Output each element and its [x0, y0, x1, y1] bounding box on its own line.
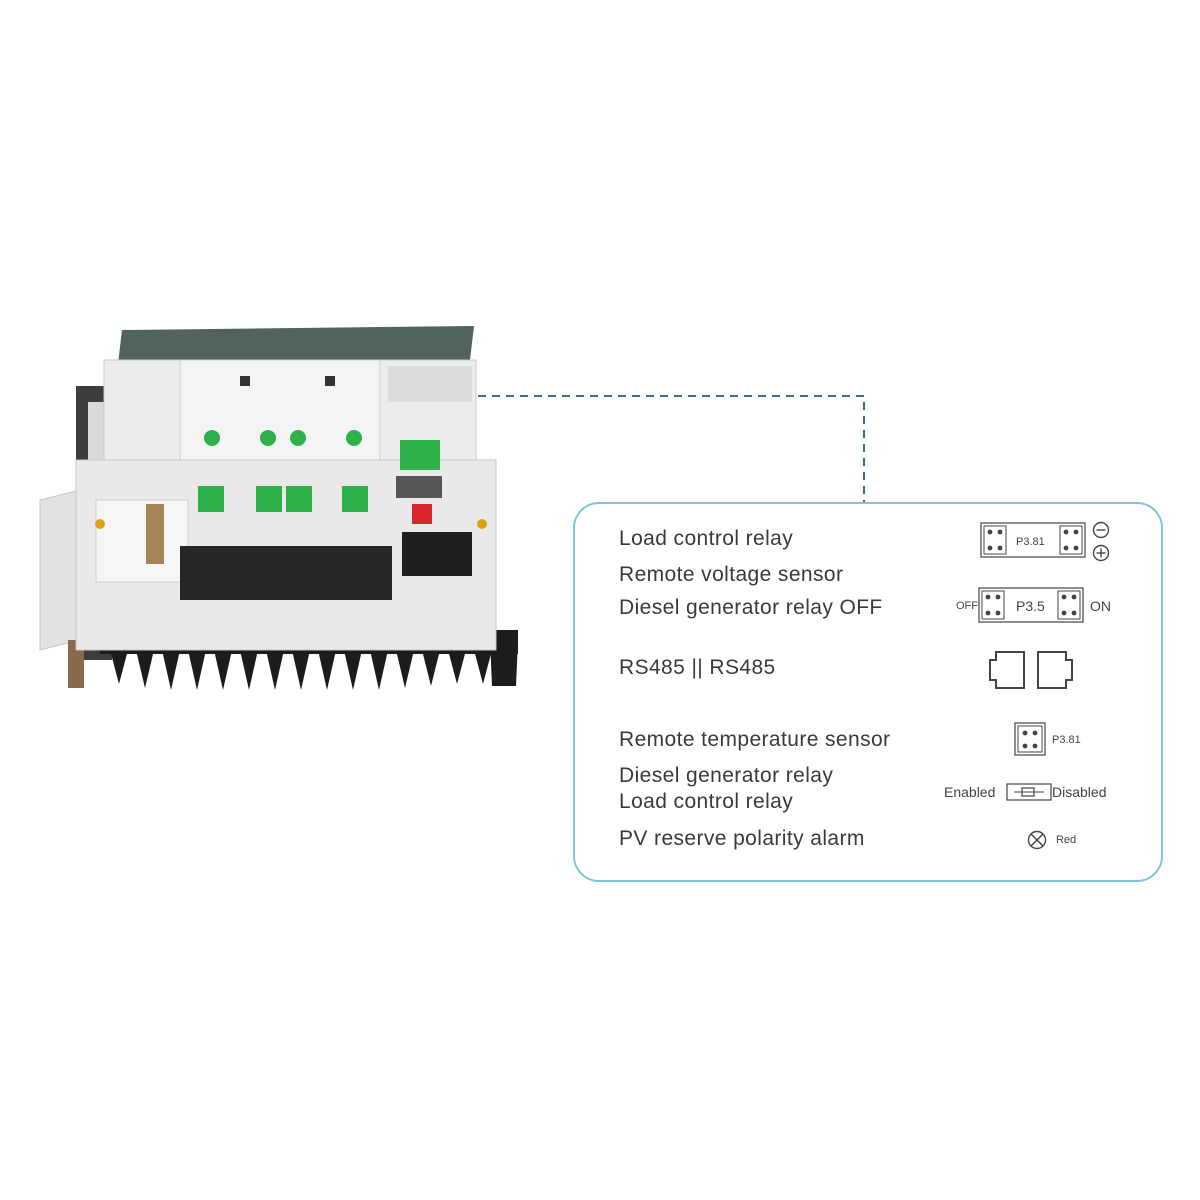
label-sticker: [388, 366, 472, 402]
dip-switch: [412, 504, 432, 524]
label-remote-temperature-sensor: Remote temperature sensor: [619, 728, 891, 751]
side-connector: [396, 476, 442, 498]
legend-panel: [573, 502, 1163, 882]
display-panel: [118, 326, 474, 364]
label-diesel-generator-relay: Diesel generator relay: [619, 764, 834, 787]
jumper-block-icon: [978, 587, 1084, 623]
jumper-block-icon: [1014, 722, 1046, 756]
label-load-control-relay-2: Load control relay: [619, 790, 794, 813]
jumper-diesel-on-label: ON: [1090, 598, 1111, 614]
jumper-diesel-off-label: OFF: [956, 600, 978, 612]
jumper-block-icon: [980, 522, 1086, 558]
side-connector-block: [402, 532, 472, 576]
jumper-temp-label: P3.81: [1052, 734, 1081, 746]
label-rs485: RS485 || RS485: [619, 656, 776, 679]
led-color-label: Red: [1056, 834, 1077, 846]
led-icon: [1027, 830, 1047, 850]
jumper-load-label: P3.81: [1016, 536, 1045, 548]
top-switch: [240, 376, 250, 386]
charge-controller-device: [39, 326, 518, 690]
terminal-block: [180, 546, 392, 600]
screw: [95, 519, 105, 529]
green-terminals: [198, 430, 440, 512]
label-pv-reserve-polarity-alarm: PV reserve polarity alarm: [619, 827, 865, 850]
copper-lug: [68, 640, 84, 688]
dashed-callout-line: [478, 395, 865, 502]
label-diesel-generator-relay-off: Diesel generator relay OFF: [619, 596, 883, 619]
rj45-port-icon: [1037, 651, 1073, 689]
screw: [477, 519, 487, 529]
device-top-plate: [179, 359, 381, 471]
rj45-port-icon: [989, 651, 1025, 689]
plus-circle-icon: [1092, 544, 1110, 562]
copper-bar: [146, 504, 164, 564]
wiring-bay: [95, 499, 189, 583]
minus-circle-icon: [1092, 521, 1110, 539]
label-load-control-relay: Load control relay: [619, 527, 794, 550]
switch-enabled-label: Enabled: [944, 784, 996, 800]
label-remote-voltage-sensor: Remote voltage sensor: [619, 563, 844, 586]
switch-disabled-label: Disabled: [1052, 784, 1107, 800]
top-switch: [325, 376, 335, 386]
dip-switch-icon: [1006, 783, 1052, 801]
jumper-diesel-label: P3.5: [1016, 598, 1045, 614]
